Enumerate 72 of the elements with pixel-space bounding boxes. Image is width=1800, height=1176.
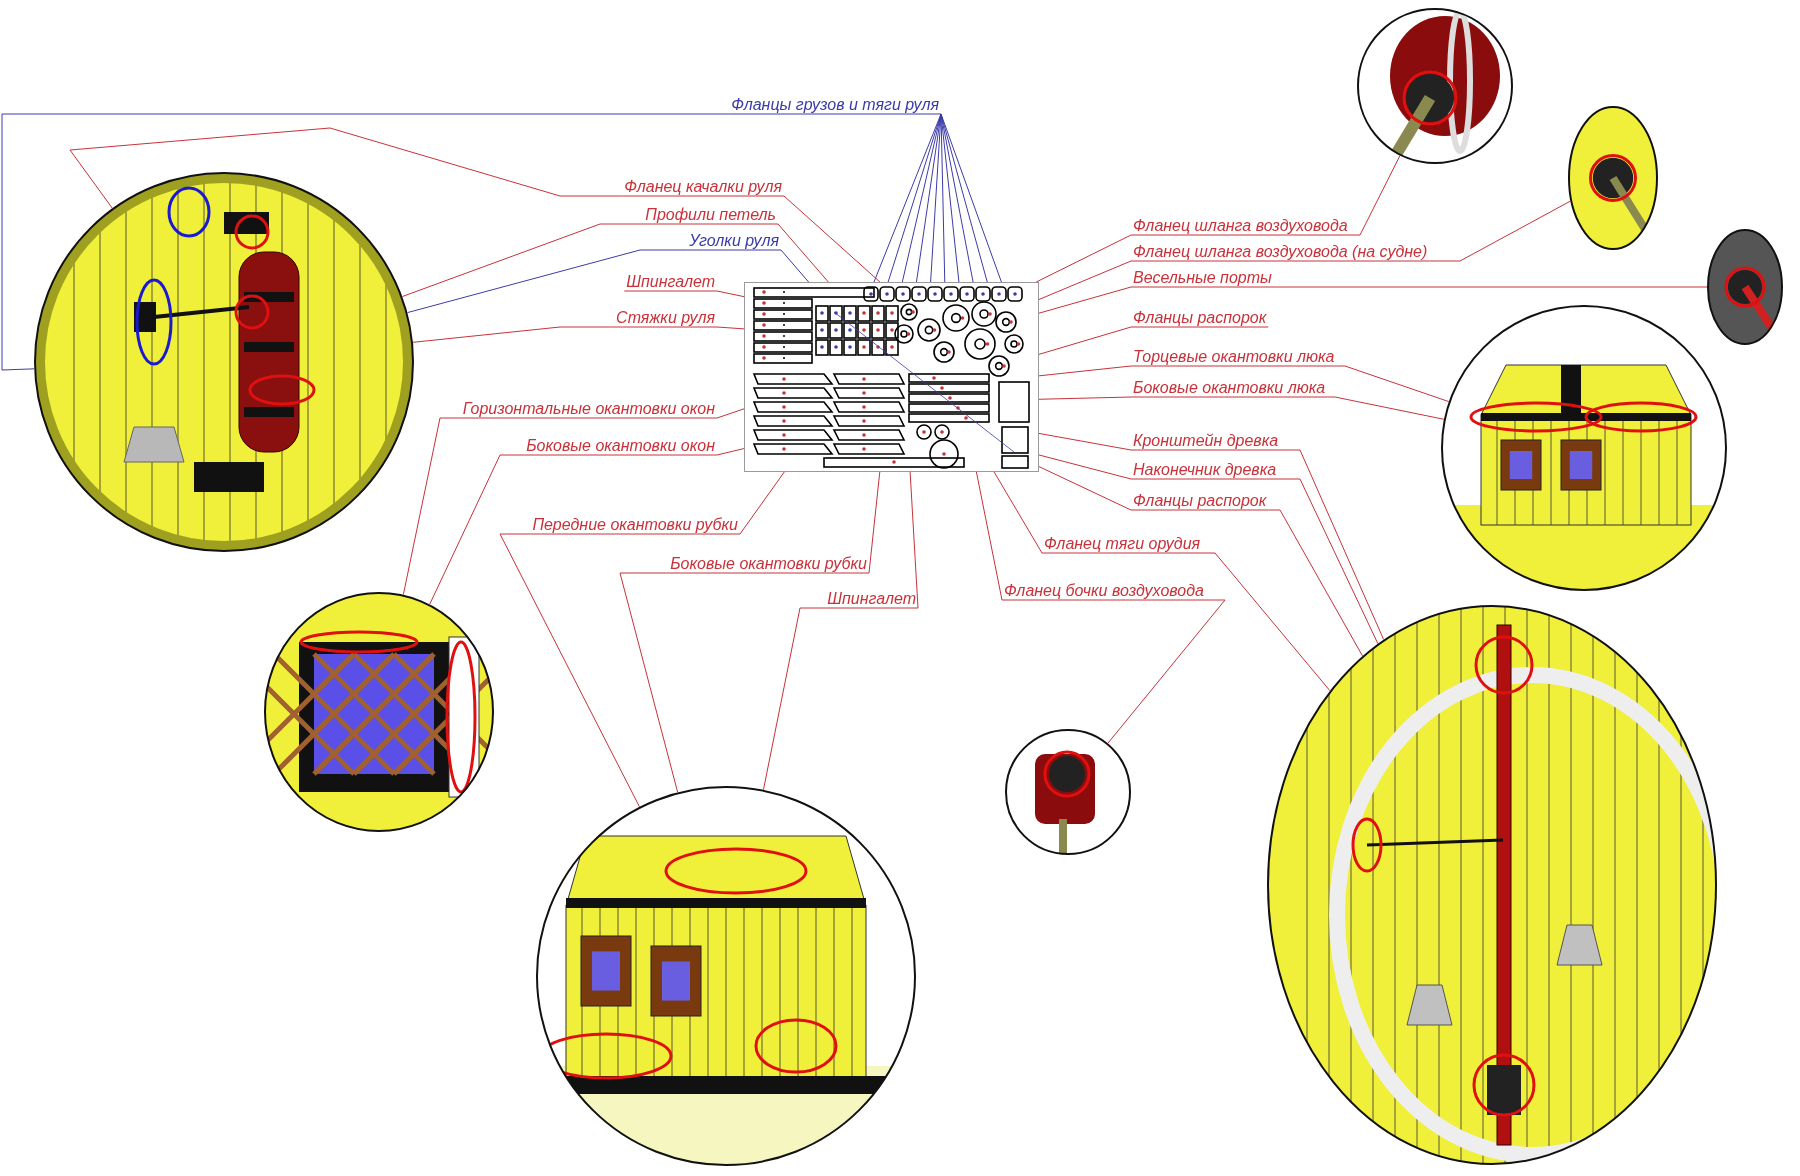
leader-line xyxy=(762,607,826,791)
leader-line xyxy=(1038,454,1279,480)
hose-flange-detail-drawing xyxy=(1357,8,1513,164)
leader-line xyxy=(686,249,810,283)
callout-label: Фланцы распорок xyxy=(1131,492,1269,510)
leader-line xyxy=(1107,599,1226,744)
hatch-detail-drawing xyxy=(1441,305,1727,591)
leader-line xyxy=(728,113,942,283)
callout-label: Фланец шланга воздуховода xyxy=(1131,217,1350,235)
callout-label: Передние окантовки рубки xyxy=(530,516,740,534)
callout-label: Горизонтальные окантовки окон xyxy=(460,400,717,418)
small-barrel-detail-drawing xyxy=(1005,729,1131,855)
leader-line xyxy=(1279,449,1385,641)
callout-label: Стяжки руля xyxy=(614,309,717,327)
leader-line xyxy=(1038,365,1337,377)
leader-line xyxy=(621,195,881,283)
leader-line xyxy=(523,448,745,456)
leader-line xyxy=(613,326,745,330)
leader-line xyxy=(993,471,1203,554)
leader-line xyxy=(1038,286,1275,314)
leader-line xyxy=(401,223,644,298)
leader-line xyxy=(1,113,730,371)
callout-label: Боковые окантовки окон xyxy=(524,437,717,455)
callout-label: Торцевые окантовки люка xyxy=(1131,348,1337,366)
leader-line xyxy=(529,471,785,535)
callout-label: Наконечник древка xyxy=(1131,461,1279,479)
leader-line xyxy=(402,417,462,596)
callout-label: Фланцы грузов и тяги руля xyxy=(729,96,941,114)
leader-line xyxy=(429,454,525,605)
leader-line xyxy=(1035,234,1351,283)
callout-label: Фланец качалки руля xyxy=(622,178,784,196)
leader-line xyxy=(412,326,615,343)
leader-line xyxy=(1038,260,1430,300)
leader-line xyxy=(1038,432,1281,451)
callout-label: Шпингалет xyxy=(624,273,717,291)
callout-label: Весельные порты xyxy=(1131,269,1274,287)
leader-line xyxy=(940,113,946,283)
leader-line xyxy=(499,533,640,808)
leader-line xyxy=(1201,552,1331,692)
leader-line xyxy=(69,127,623,209)
parts-layout-drawing xyxy=(744,282,1039,472)
leader-line xyxy=(1428,200,1571,262)
leader-line xyxy=(642,223,829,283)
leader-line xyxy=(975,471,1207,601)
callout-label: Фланец шланга воздуховода (на судне) xyxy=(1131,243,1430,261)
leader-line xyxy=(667,471,881,574)
callout-label: Кронштейн древка xyxy=(1131,432,1281,450)
callout-label: Фланец бочки воздуховода xyxy=(1002,582,1206,600)
callout-label: Профили петель xyxy=(643,206,778,224)
leader-line xyxy=(1277,478,1379,645)
callout-label: Уголки руля xyxy=(687,232,781,250)
leader-line xyxy=(623,290,745,298)
callout-label: Боковые окантовки люка xyxy=(1131,379,1328,397)
leader-line xyxy=(1038,326,1269,355)
leader-line xyxy=(1326,396,1445,420)
callout-label: Фланец тяги орудия xyxy=(1042,535,1203,553)
leader-line xyxy=(460,408,745,419)
leader-line xyxy=(824,471,919,609)
cabin-detail-drawing xyxy=(536,786,916,1166)
leader-line xyxy=(1038,396,1328,400)
leader-line xyxy=(1349,155,1401,236)
leader-line xyxy=(1336,365,1450,403)
leader-line xyxy=(1267,509,1364,657)
callout-label: Фланцы распорок xyxy=(1131,309,1269,327)
leader-line xyxy=(619,572,679,793)
leader-line xyxy=(406,249,688,314)
leader-line xyxy=(1273,286,1708,288)
callout-label: Шпингалет xyxy=(825,590,918,608)
leader-line xyxy=(940,113,960,283)
callout-label: Боковые окантовки рубки xyxy=(668,555,869,573)
leader-line xyxy=(1038,466,1269,511)
leader-line xyxy=(940,113,1002,283)
